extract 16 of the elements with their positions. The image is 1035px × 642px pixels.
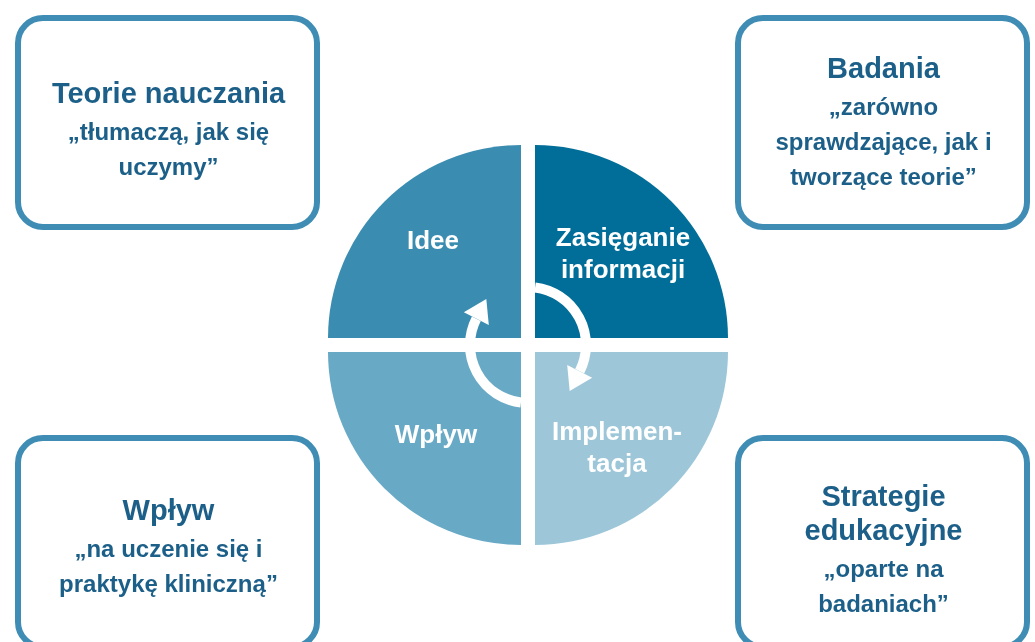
text-card	[15, 435, 320, 642]
card-heading: Badania	[826, 51, 941, 85]
text-card	[15, 15, 320, 230]
card-text: „na uczenie się i praktykę kliniczną”	[58, 534, 279, 599]
card-text: „zarówno sprawdzające, jak i tworzące teorie”	[774, 92, 993, 192]
quadrant-label: Zasięganie informacji	[555, 221, 691, 285]
card-text: „oparte na badaniach”	[817, 554, 950, 619]
text-card	[735, 15, 1030, 230]
card-text: „tłumaczą, jak się uczymy”	[66, 117, 271, 182]
quadrant-label: Wpływ	[394, 418, 478, 450]
text-card	[735, 435, 1030, 642]
card-heading: Wpływ	[121, 493, 216, 527]
quadrant-label: Idee	[407, 224, 459, 256]
card-heading: Strategie edukacyjne	[803, 479, 964, 547]
quadrant-label: Implemen-tacja	[552, 415, 682, 479]
card-heading: Teorie nauczania	[50, 76, 287, 110]
